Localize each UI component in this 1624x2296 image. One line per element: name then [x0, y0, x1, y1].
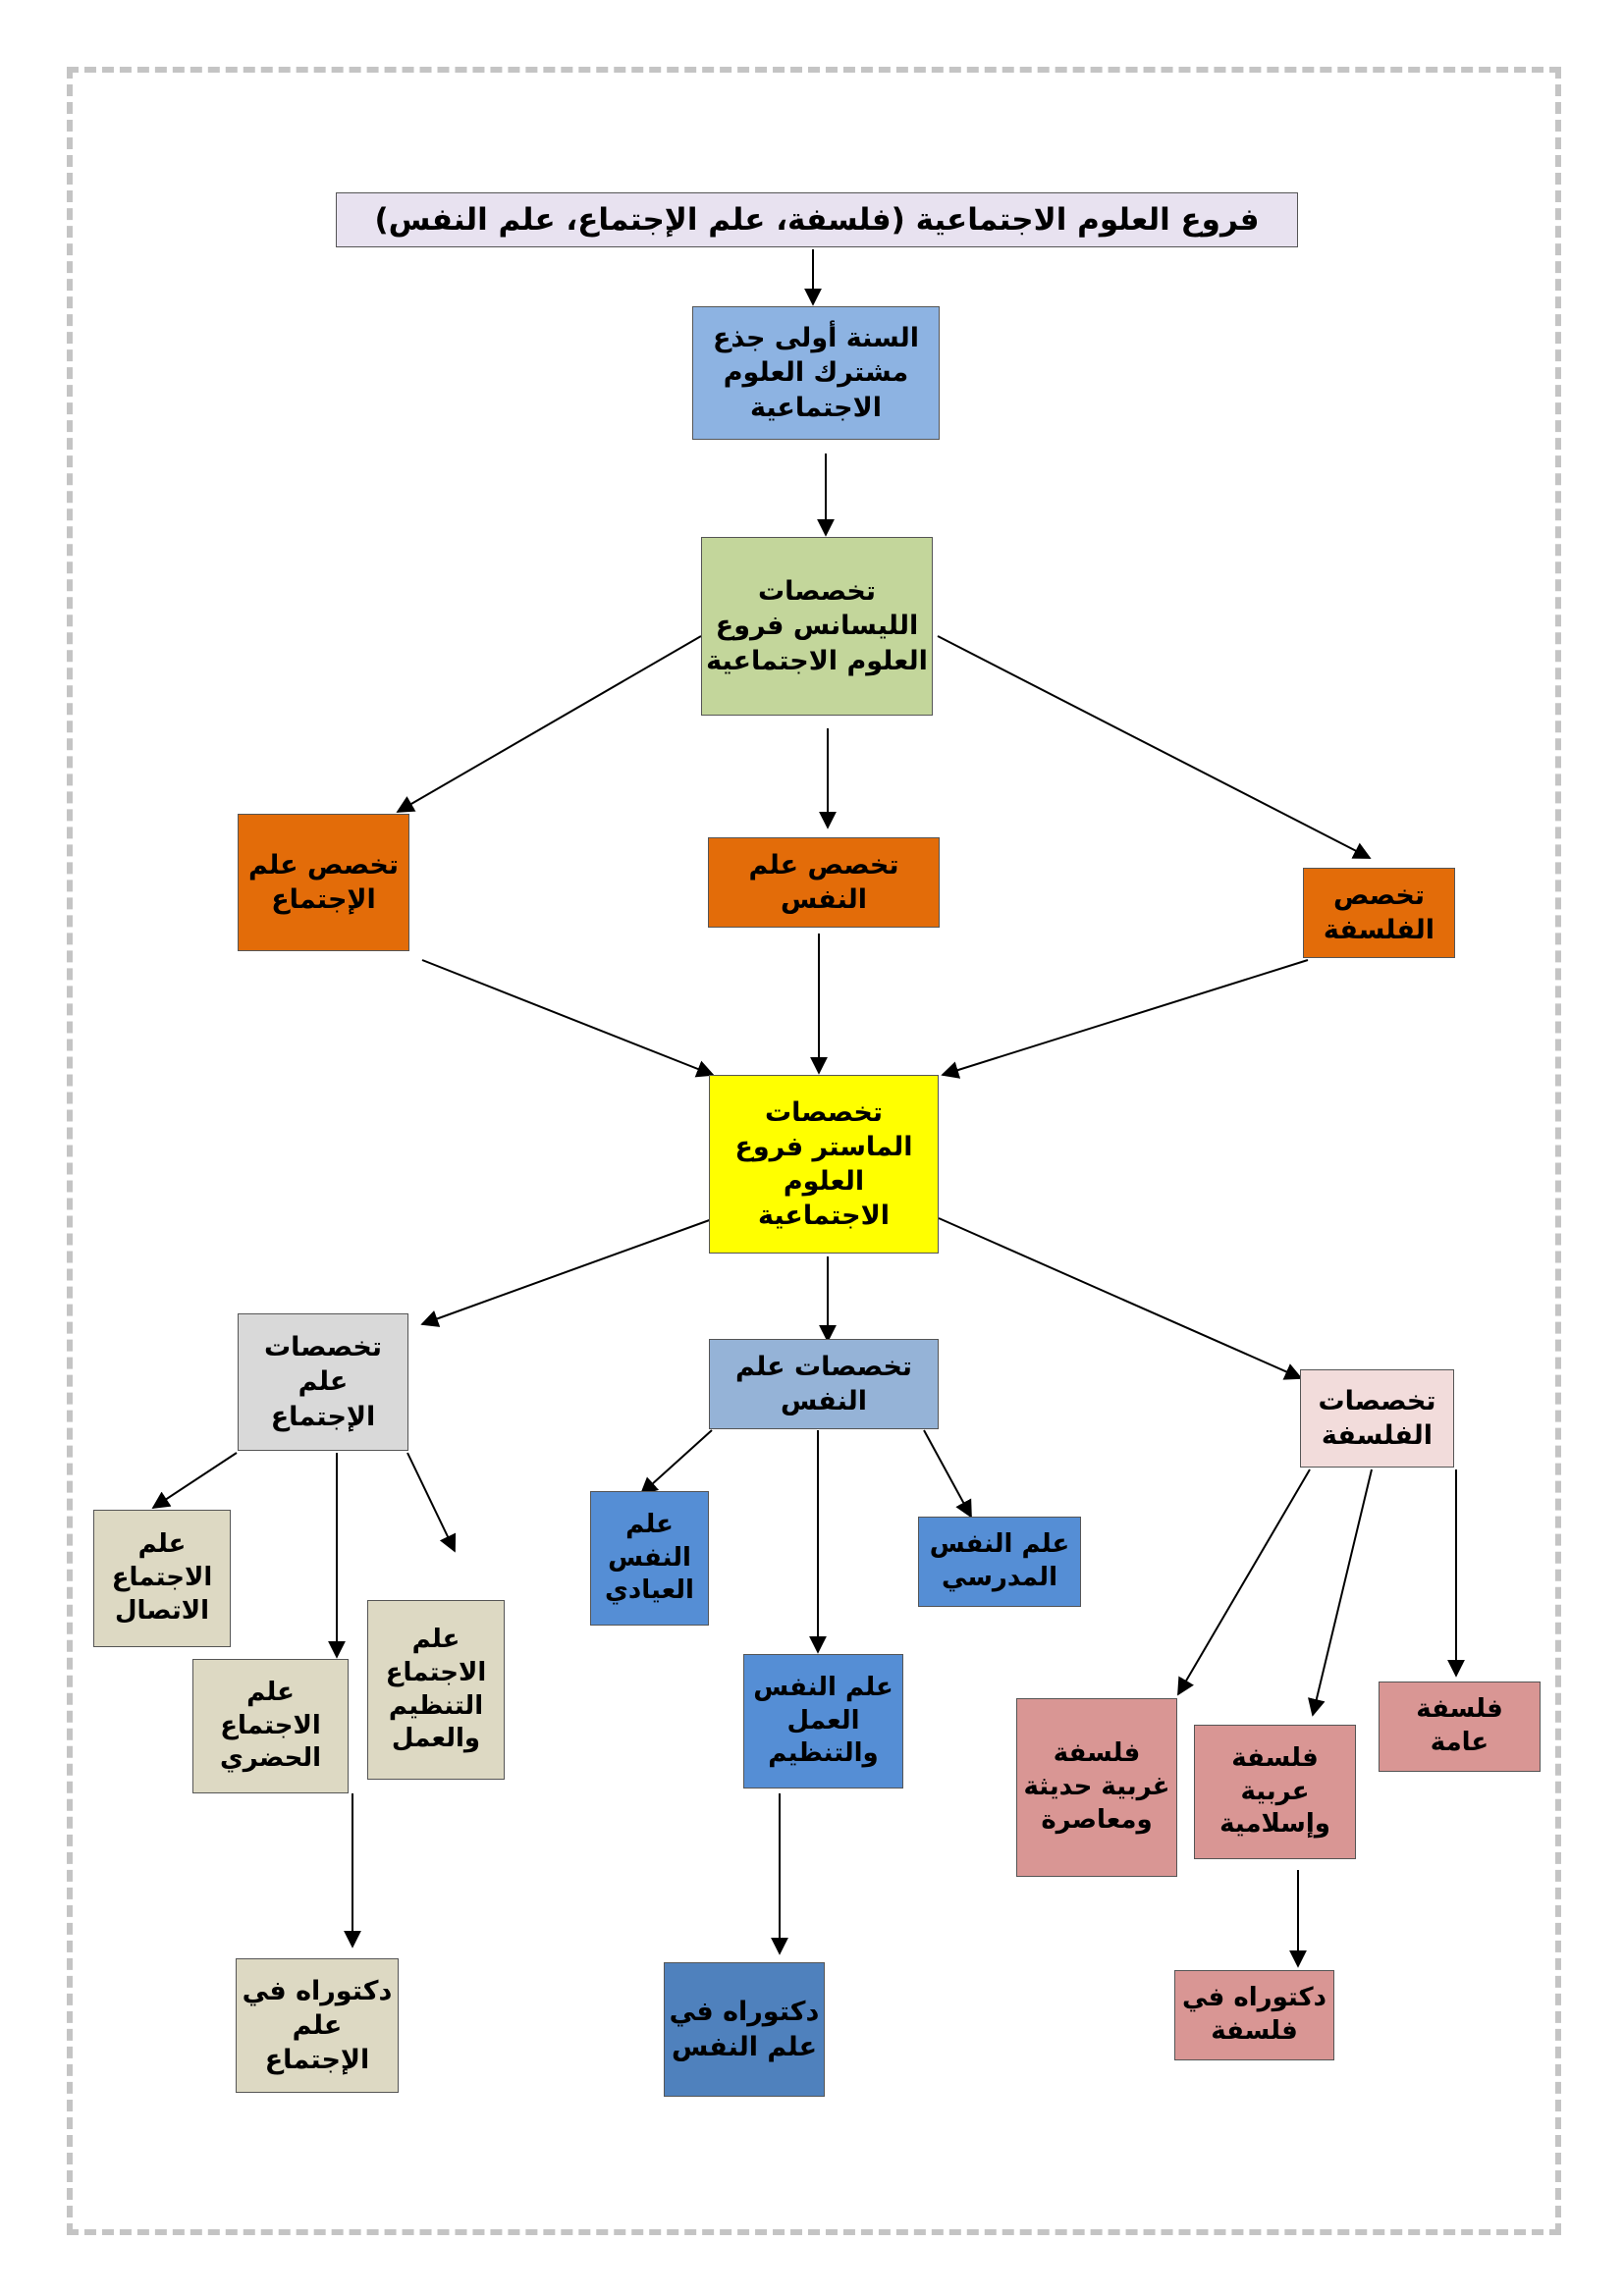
- node-psychology-school: علم النفس المدرسي: [918, 1517, 1081, 1607]
- node-year1-common-core: السنة أولى جذع مشترك العلوم الاجتماعية: [692, 306, 940, 440]
- node-psychology-doctorate: دكتوراه في علم النفس: [664, 1962, 825, 2097]
- arrow-master-m-philosophy: [938, 1217, 1303, 1380]
- page-border: [67, 67, 1561, 2235]
- node-philosophy-arab-islamic: فلسفة عربية وإسلامية: [1194, 1725, 1356, 1859]
- diagram-title: فروع العلوم الاجتماعية (فلسفة، علم الإجت…: [336, 192, 1298, 247]
- arrow-m-philosophy-western: [1177, 1468, 1311, 1696]
- node-sociology-organization-work: علم الاجتماع التنظيم والعمل: [367, 1600, 505, 1780]
- node-sociology-communication: علم الاجتماع الاتصال: [93, 1510, 231, 1647]
- node-licence-psychology: تخصص علم النفس: [708, 837, 940, 928]
- node-psychology-work-organization: علم النفس العمل والتنظيم: [743, 1654, 903, 1789]
- node-sociology-doctorate: دكتوراه في علم الإجتماع: [236, 1958, 399, 2093]
- node-master-psychology: تخصصات علم النفس: [709, 1339, 939, 1429]
- node-master-philosophy: تخصصات الفلسفة: [1300, 1369, 1454, 1468]
- node-philosophy-western: فلسفة غربية حديثة ومعاصرة: [1016, 1698, 1177, 1877]
- node-licence-sociology: تخصص علم الإجتماع: [238, 814, 409, 951]
- arrow-m-sociology-communication: [151, 1452, 238, 1509]
- arrow-m-psychology-school: [923, 1429, 972, 1519]
- node-master-sociology: تخصصات علم الإجتماع: [238, 1313, 408, 1451]
- node-philosophy-doctorate: دكتوراه في فلسفة: [1174, 1970, 1334, 2060]
- arrow-lic-sociology-master: [421, 959, 715, 1078]
- arrow-lic-philosophy-master: [941, 959, 1309, 1079]
- node-sociology-urban: علم الاجتماع الحضري: [192, 1659, 349, 1793]
- node-licence-specializations: تخصصات الليسانس فروع العلوم الاجتماعية: [701, 537, 933, 716]
- node-philosophy-general: فلسفة عامة: [1379, 1682, 1541, 1772]
- arrow-master-m-sociology: [420, 1217, 716, 1327]
- node-master-specializations: تخصصات الماستر فروع العلوم الاجتماعية: [709, 1075, 939, 1254]
- node-psychology-clinical: علم النفس العيادي: [590, 1491, 709, 1626]
- node-licence-philosophy: تخصص الفلسفة: [1303, 868, 1455, 958]
- arrow-m-psychology-clinical: [639, 1429, 713, 1496]
- arrow-m-philosophy-arab: [1308, 1468, 1373, 1717]
- arrow-m-sociology-organization: [406, 1452, 457, 1553]
- arrow-licence-lic-sociology: [396, 635, 702, 813]
- arrow-licence-lic-philosophy: [937, 635, 1372, 859]
